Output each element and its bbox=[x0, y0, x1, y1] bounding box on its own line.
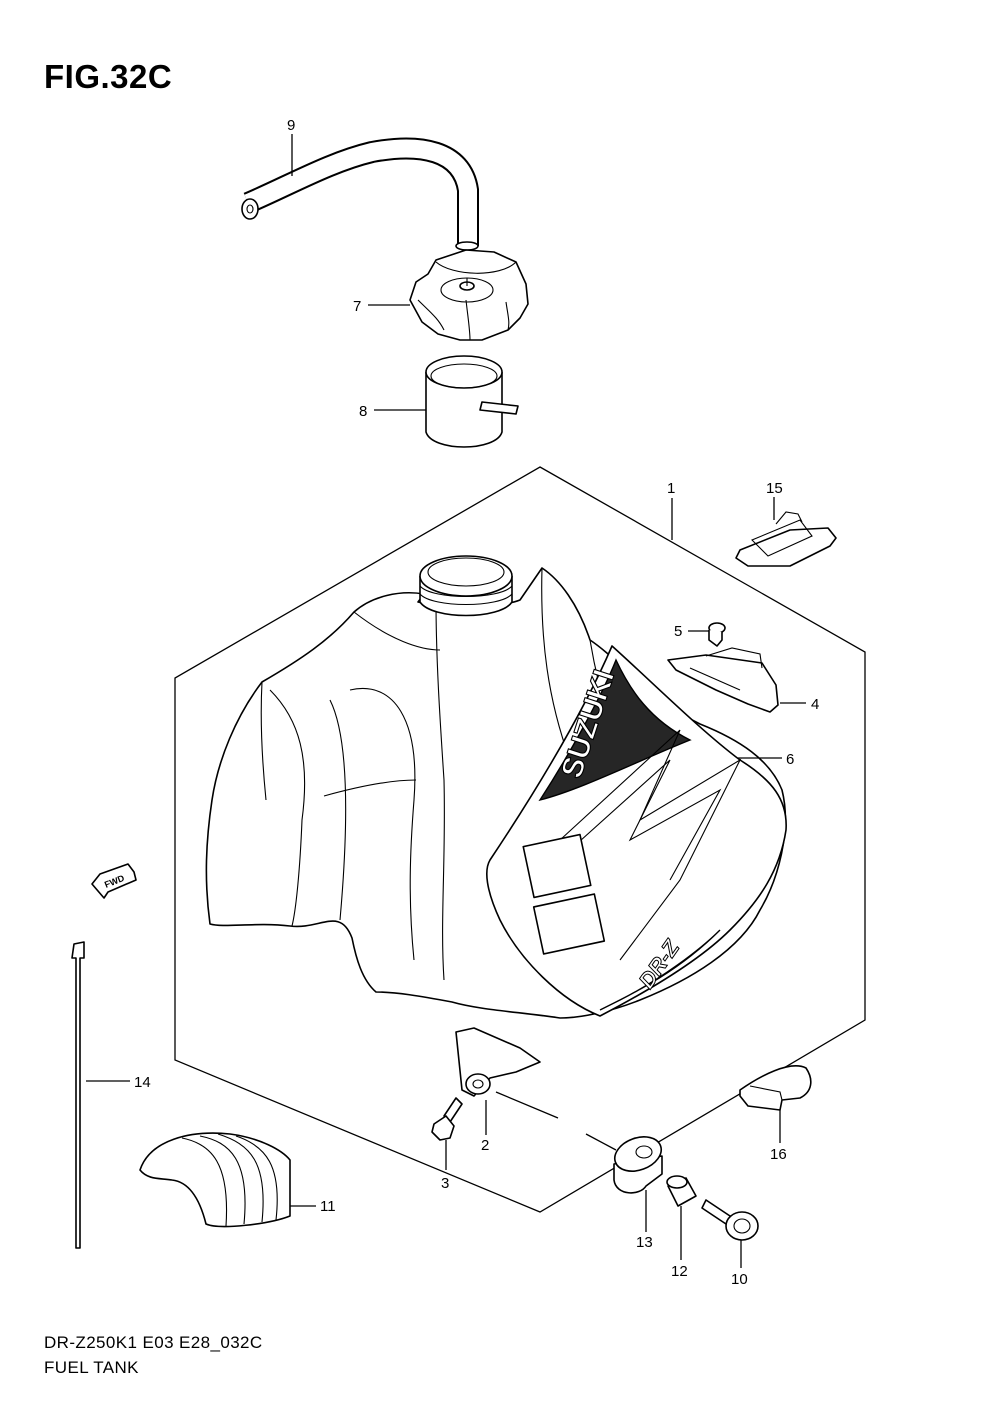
callout-3: 3 bbox=[441, 1175, 449, 1192]
part-2-lower-bracket bbox=[455, 1027, 541, 1097]
callout-13: 13 bbox=[636, 1234, 653, 1251]
part-11-rubber-cushion bbox=[139, 1132, 291, 1228]
figure-name-label: FUEL TANK bbox=[44, 1358, 139, 1377]
part-7-fuel-cap bbox=[409, 249, 529, 341]
callout-2: 2 bbox=[481, 1137, 489, 1154]
callout-9: 9 bbox=[287, 117, 295, 134]
callout-14: 14 bbox=[134, 1074, 151, 1091]
part-16-clip bbox=[739, 1065, 812, 1111]
callout-15: 15 bbox=[766, 480, 783, 497]
part-12-collar bbox=[666, 1175, 697, 1207]
callout-numbers: 1 2 3 4 5 6 7 8 9 10 11 12 13 14 15 16 bbox=[134, 117, 819, 1288]
callout-12: 12 bbox=[671, 1263, 688, 1280]
part-4-mount-bracket bbox=[667, 647, 779, 713]
assembly-outline bbox=[174, 466, 866, 1213]
callout-5: 5 bbox=[674, 623, 682, 640]
callout-1: 1 bbox=[667, 480, 675, 497]
part-15-strap-clip bbox=[735, 511, 837, 567]
callout-4: 4 bbox=[811, 696, 819, 713]
part-8-filler-ring bbox=[425, 355, 519, 448]
part-14-strap bbox=[71, 941, 85, 1249]
forward-direction-icon: FWD bbox=[91, 863, 137, 899]
callout-8: 8 bbox=[359, 403, 367, 420]
callout-16: 16 bbox=[770, 1146, 787, 1163]
part-3-bolt bbox=[431, 1097, 463, 1141]
part-5-screw bbox=[708, 622, 726, 647]
part-13-grommet bbox=[613, 1136, 663, 1194]
figure-title: FIG.32C bbox=[44, 58, 173, 95]
callout-6: 6 bbox=[786, 751, 794, 768]
callout-10: 10 bbox=[731, 1271, 748, 1288]
model-code-label: DR-Z250K1 E03 E28_032C bbox=[44, 1333, 263, 1352]
part-10-bolt bbox=[701, 1199, 759, 1241]
callout-7: 7 bbox=[353, 298, 361, 315]
callout-11: 11 bbox=[320, 1198, 336, 1215]
part-9-breather-hose bbox=[241, 137, 479, 251]
leader-lines bbox=[86, 134, 806, 1268]
